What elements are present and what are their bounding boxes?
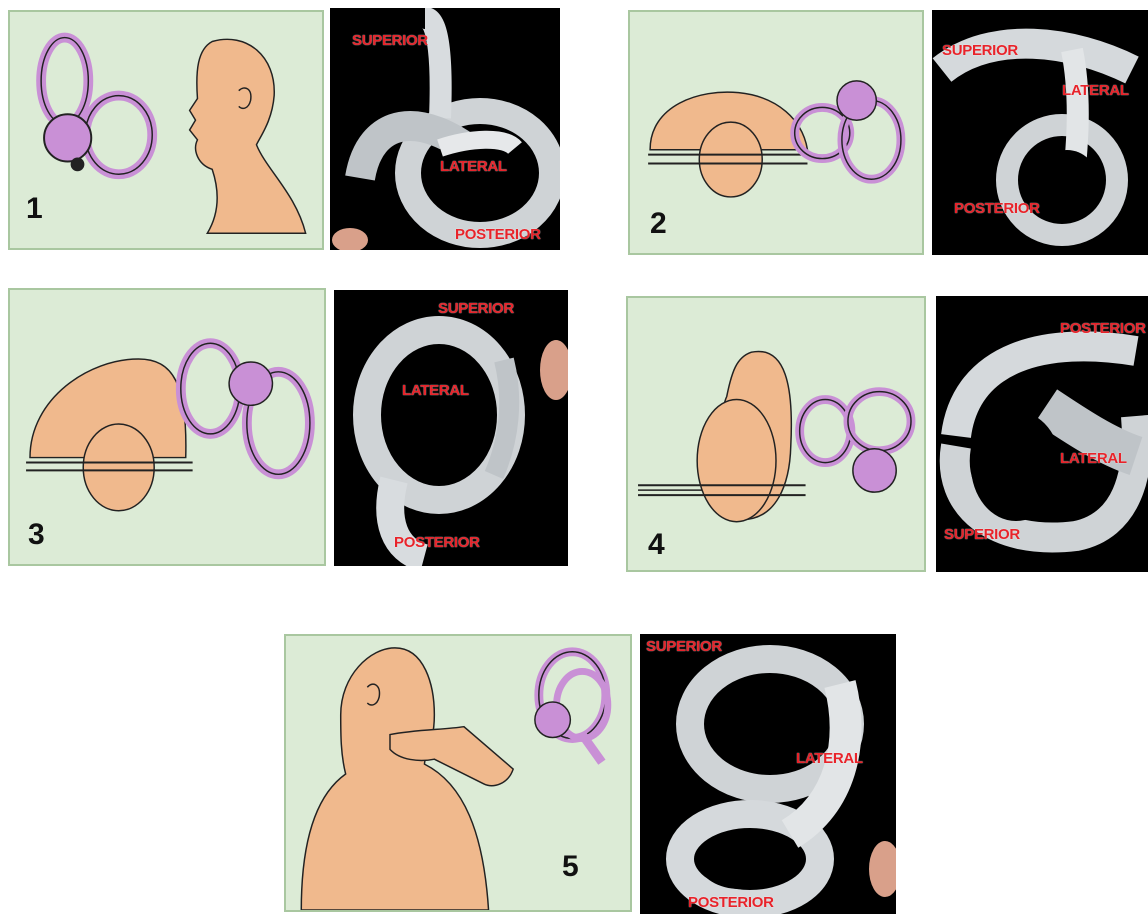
label-posterior: POSTERIOR bbox=[1060, 320, 1146, 337]
semicircular-canals-icon bbox=[535, 652, 608, 762]
label-posterior: POSTERIOR bbox=[455, 226, 541, 243]
label-posterior: POSTERIOR bbox=[688, 894, 774, 911]
label-superior: SUPERIOR bbox=[944, 526, 1020, 543]
step-5-illustration: 5 bbox=[284, 634, 632, 912]
step-1-illustration: 1 bbox=[8, 10, 324, 250]
step-number: 4 bbox=[648, 528, 665, 562]
label-posterior: POSTERIOR bbox=[394, 534, 480, 551]
patient-lying-icon bbox=[638, 351, 806, 521]
label-lateral: LATERAL bbox=[402, 382, 469, 399]
label-lateral: LATERAL bbox=[1062, 82, 1129, 99]
patient-head-icon bbox=[190, 39, 306, 233]
labyrinth-model-photo bbox=[640, 634, 896, 914]
step-4-photo: POSTERIOR LATERAL SUPERIOR bbox=[936, 296, 1148, 572]
step-4-drawing bbox=[628, 298, 924, 570]
step-2-photo: SUPERIOR LATERAL POSTERIOR bbox=[932, 10, 1148, 255]
step-number: 5 bbox=[562, 850, 579, 884]
step-3-illustration: 3 bbox=[8, 288, 326, 566]
step-2-illustration: 2 bbox=[628, 10, 924, 255]
label-lateral: LATERAL bbox=[1060, 450, 1127, 467]
step-number: 3 bbox=[28, 518, 45, 552]
step-number: 1 bbox=[26, 192, 43, 226]
patient-seated-icon bbox=[301, 648, 488, 910]
step-3-photo: SUPERIOR LATERAL POSTERIOR bbox=[334, 290, 568, 566]
label-lateral: LATERAL bbox=[796, 750, 863, 767]
label-superior: SUPERIOR bbox=[438, 300, 514, 317]
step-1-drawing bbox=[10, 12, 322, 248]
semicircular-canals-icon bbox=[795, 81, 901, 179]
patient-lying-icon bbox=[648, 92, 807, 197]
semicircular-canals-icon bbox=[41, 38, 152, 175]
semicircular-canals-icon bbox=[800, 392, 911, 493]
step-number: 2 bbox=[650, 207, 667, 241]
step-3-drawing bbox=[10, 290, 324, 564]
patient-lying-icon bbox=[26, 359, 193, 511]
label-superior: SUPERIOR bbox=[352, 32, 428, 49]
step-1-photo: SUPERIOR LATERAL POSTERIOR bbox=[330, 8, 560, 250]
step-5-photo: SUPERIOR LATERAL POSTERIOR bbox=[640, 634, 896, 914]
label-posterior: POSTERIOR bbox=[954, 200, 1040, 217]
label-lateral: LATERAL bbox=[440, 158, 507, 175]
step-4-illustration: 4 bbox=[626, 296, 926, 572]
labyrinth-model-photo bbox=[334, 290, 568, 566]
label-superior: SUPERIOR bbox=[646, 638, 722, 655]
step-2-drawing bbox=[630, 12, 922, 253]
semicircular-canals-icon bbox=[181, 343, 310, 474]
label-superior: SUPERIOR bbox=[942, 42, 1018, 59]
